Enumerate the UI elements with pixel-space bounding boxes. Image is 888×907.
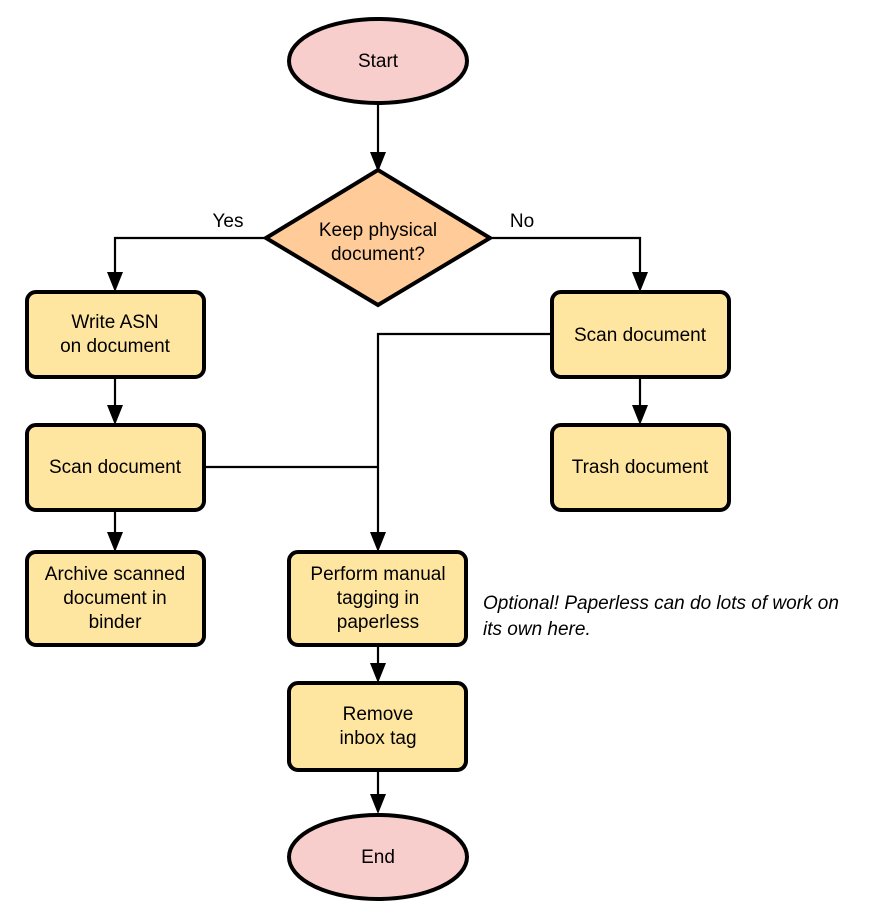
remove-inbox-tag-box-shape bbox=[287, 681, 468, 772]
trash-document-box-shape bbox=[550, 423, 731, 512]
optional-note-line2: its own here. bbox=[483, 619, 591, 640]
trash-document-label: Trash document bbox=[572, 457, 709, 478]
edge-scanleft-to-archive bbox=[107, 510, 123, 552]
scan-document-left-box-shape bbox=[25, 423, 206, 512]
edge-label-no: No bbox=[510, 211, 534, 232]
node-scan-document-right[interactable]: Scan document bbox=[550, 290, 731, 379]
edge-removeinbox-to-end bbox=[370, 770, 386, 814]
edge-scanright-to-manualtagging bbox=[370, 332, 552, 552]
edge-line bbox=[113, 236, 265, 283]
edge-line bbox=[490, 236, 642, 283]
edge-start-to-decision bbox=[370, 103, 386, 172]
archive-label-line3: binder bbox=[89, 612, 142, 633]
edge-decision-no bbox=[490, 236, 648, 292]
archive-label-line2: document in bbox=[63, 588, 167, 609]
manual-tagging-box-shape bbox=[287, 550, 468, 647]
optional-note-line1: Optional! Paperless can do lots of work … bbox=[483, 593, 839, 614]
edge-line bbox=[376, 332, 552, 543]
end-label: End bbox=[361, 847, 395, 868]
arrowhead-icon bbox=[107, 272, 123, 292]
node-start[interactable]: Start bbox=[287, 17, 469, 105]
arrowhead-icon bbox=[632, 405, 648, 425]
remove-inbox-tag-label-line1: Remove bbox=[343, 704, 414, 725]
scan-document-right-box-shape bbox=[550, 290, 731, 379]
write-asn-label-line1: Write ASN bbox=[71, 312, 158, 333]
remove-inbox-tag-label-line2: inbox tag bbox=[339, 728, 416, 749]
edge-manualtagging-to-removeinbox bbox=[370, 645, 386, 683]
node-decision-keep-physical-document[interactable]: Keep physical document? bbox=[262, 167, 494, 308]
edge-label-yes: Yes bbox=[213, 211, 244, 232]
scan-document-left-label: Scan document bbox=[49, 457, 182, 478]
write-asn-box-shape bbox=[25, 290, 206, 379]
node-remove-inbox-tag[interactable]: Remove inbox tag bbox=[287, 681, 468, 772]
arrowhead-icon bbox=[632, 272, 648, 292]
edge-writeasn-to-scanleft bbox=[107, 377, 123, 425]
arrowhead-icon bbox=[370, 794, 386, 814]
node-end[interactable]: End bbox=[287, 813, 469, 901]
arrowhead-icon bbox=[370, 532, 386, 552]
manual-tagging-label-line3: paperless bbox=[337, 612, 419, 633]
scan-document-right-label: Scan document bbox=[574, 325, 707, 346]
end-ellipse-shape bbox=[287, 813, 469, 901]
start-ellipse-shape bbox=[287, 17, 469, 105]
arrowhead-icon bbox=[107, 532, 123, 552]
node-trash-document[interactable]: Trash document bbox=[550, 423, 731, 512]
node-scan-document-left[interactable]: Scan document bbox=[25, 423, 206, 512]
archive-label-line1: Archive scanned bbox=[45, 564, 185, 585]
decision-diamond-shape bbox=[262, 167, 494, 308]
node-archive-scanned-document[interactable]: Archive scanned document in binder bbox=[25, 550, 206, 647]
arrowhead-icon bbox=[107, 405, 123, 425]
node-perform-manual-tagging[interactable]: Perform manual tagging in paperless bbox=[287, 550, 468, 647]
edge-scanright-to-trash bbox=[632, 377, 648, 425]
archive-box-shape bbox=[25, 550, 206, 647]
node-write-asn[interactable]: Write ASN on document bbox=[25, 290, 206, 379]
write-asn-label-line2: on document bbox=[60, 336, 171, 357]
edge-decision-yes bbox=[107, 236, 265, 292]
manual-tagging-label-line1: Perform manual bbox=[310, 564, 445, 585]
start-label: Start bbox=[358, 51, 399, 72]
decision-label-line2: document? bbox=[331, 244, 425, 265]
manual-tagging-label-line2: tagging in bbox=[337, 588, 419, 609]
arrowhead-icon bbox=[370, 152, 386, 172]
decision-label-line1: Keep physical bbox=[319, 220, 437, 241]
annotation-optional-note: Optional! Paperless can do lots of work … bbox=[483, 593, 839, 640]
arrowhead-icon bbox=[370, 663, 386, 683]
